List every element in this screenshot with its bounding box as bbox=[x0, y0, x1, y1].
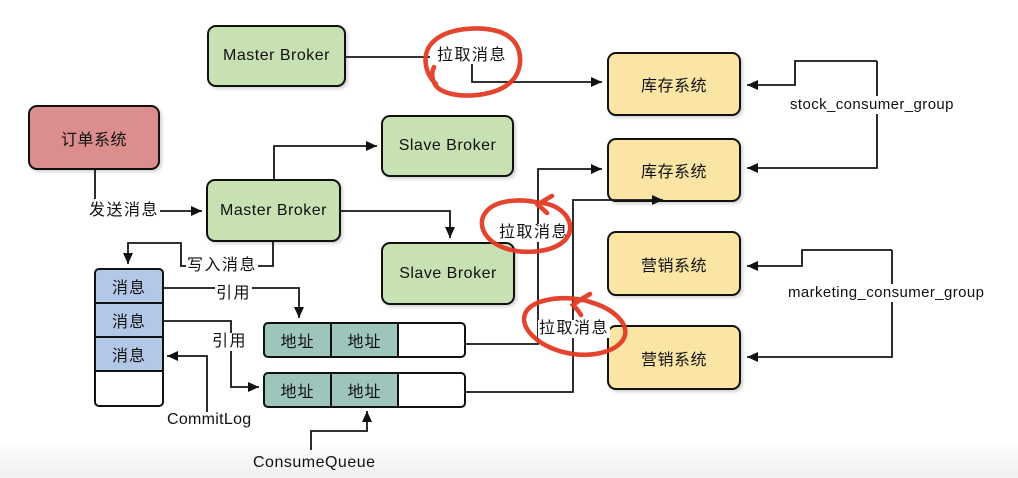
edge-marketing-group-to-marketing-system-2 bbox=[747, 250, 893, 362]
commitlog-cell-3: 消息 bbox=[94, 336, 164, 372]
edge-commitlog-label-pointer bbox=[167, 351, 208, 412]
commitlog-cell-2: 消息 bbox=[94, 302, 164, 338]
box-stock-system-2: 库存系统 bbox=[607, 138, 741, 202]
label-consumequeue: ConsumeQueue bbox=[253, 454, 376, 471]
commitlog-cell-3-label: 消息 bbox=[111, 348, 146, 365]
box-marketing-system-2-label: 营销系统 bbox=[640, 351, 707, 369]
box-marketing-system-1: 营销系统 bbox=[607, 231, 741, 296]
box-master-broker-main-label: Master Broker bbox=[220, 201, 327, 219]
box-master-broker-top: Master Broker bbox=[207, 25, 346, 87]
box-slave-broker-bottom-label: Slave Broker bbox=[399, 264, 497, 282]
box-marketing-system-2: 营销系统 bbox=[607, 325, 741, 390]
label-commitlog: CommitLog bbox=[167, 411, 252, 428]
label-pull-message-middle: 拉取消息 bbox=[498, 224, 571, 242]
red-circle-annotation-bottom-hook bbox=[569, 291, 593, 318]
box-slave-broker-top: Slave Broker bbox=[381, 115, 514, 177]
commitlog-cell-2-label: 消息 bbox=[111, 314, 146, 331]
red-circle-annotation-middle-hook bbox=[534, 193, 555, 216]
commitlog-cell-1: 消息 bbox=[94, 268, 164, 304]
box-stock-system-1-label: 库存系统 bbox=[640, 78, 707, 95]
edge-marketing-group-to-marketing-system-1 bbox=[747, 249, 892, 271]
consumequeue-row2-cell-2: 地址 bbox=[330, 372, 399, 408]
edge-reference-2-to-consumequeue-row2 bbox=[163, 320, 259, 392]
commitlog-cell-empty bbox=[94, 370, 164, 407]
row2-cell-2-label: 地址 bbox=[347, 384, 382, 401]
label-stock-consumer-group: stock_consumer_group bbox=[789, 96, 955, 114]
edge-pull-label-to-stock-system-1 bbox=[471, 64, 602, 87]
row1-cell-1-label: 地址 bbox=[280, 334, 315, 351]
edge-master-broker-to-slave-broker-bottom bbox=[341, 210, 455, 238]
label-send-message: 发送消息 bbox=[88, 202, 161, 220]
edge-stock-group-to-stock-system-2 bbox=[747, 61, 878, 173]
label-pull-message-bottom: 拉取消息 bbox=[538, 320, 611, 338]
label-marketing-consumer-group: marketing_consumer_group bbox=[787, 284, 986, 302]
consumequeue-row1-cell-2: 地址 bbox=[330, 322, 399, 358]
consumequeue-row1-cell-empty bbox=[397, 322, 466, 358]
footer-gradient-band bbox=[0, 444, 1018, 478]
box-slave-broker-bottom: Slave Broker bbox=[381, 242, 515, 305]
edge-stock-group-to-stock-system-1 bbox=[747, 60, 877, 90]
box-order-system: 订单系统 bbox=[28, 105, 160, 170]
box-master-broker-top-label: Master Broker bbox=[223, 47, 330, 64]
commitlog-cell-1-label: 消息 bbox=[111, 280, 146, 297]
box-marketing-system-1-label: 营销系统 bbox=[640, 257, 707, 275]
box-master-broker-main: Master Broker bbox=[206, 179, 341, 242]
consumequeue-row2-cell-empty bbox=[397, 372, 466, 408]
box-stock-system-2-label: 库存系统 bbox=[640, 164, 707, 181]
label-pull-message-top: 拉取消息 bbox=[437, 47, 508, 64]
box-stock-system-1: 库存系统 bbox=[607, 52, 741, 116]
consumequeue-row2-cell-1: 地址 bbox=[263, 372, 332, 408]
edge-master-broker-to-slave-broker-top bbox=[273, 141, 377, 179]
label-reference-2: 引用 bbox=[211, 333, 249, 351]
box-order-system-label: 订单系统 bbox=[60, 131, 127, 149]
label-reference-1: 引用 bbox=[215, 285, 253, 303]
consumequeue-row1-cell-1: 地址 bbox=[263, 322, 332, 358]
row2-cell-1-label: 地址 bbox=[280, 384, 315, 401]
row1-cell-2-label: 地址 bbox=[347, 334, 382, 351]
box-slave-broker-top-label: Slave Broker bbox=[398, 137, 497, 154]
label-write-message: 写入消息 bbox=[186, 257, 259, 275]
